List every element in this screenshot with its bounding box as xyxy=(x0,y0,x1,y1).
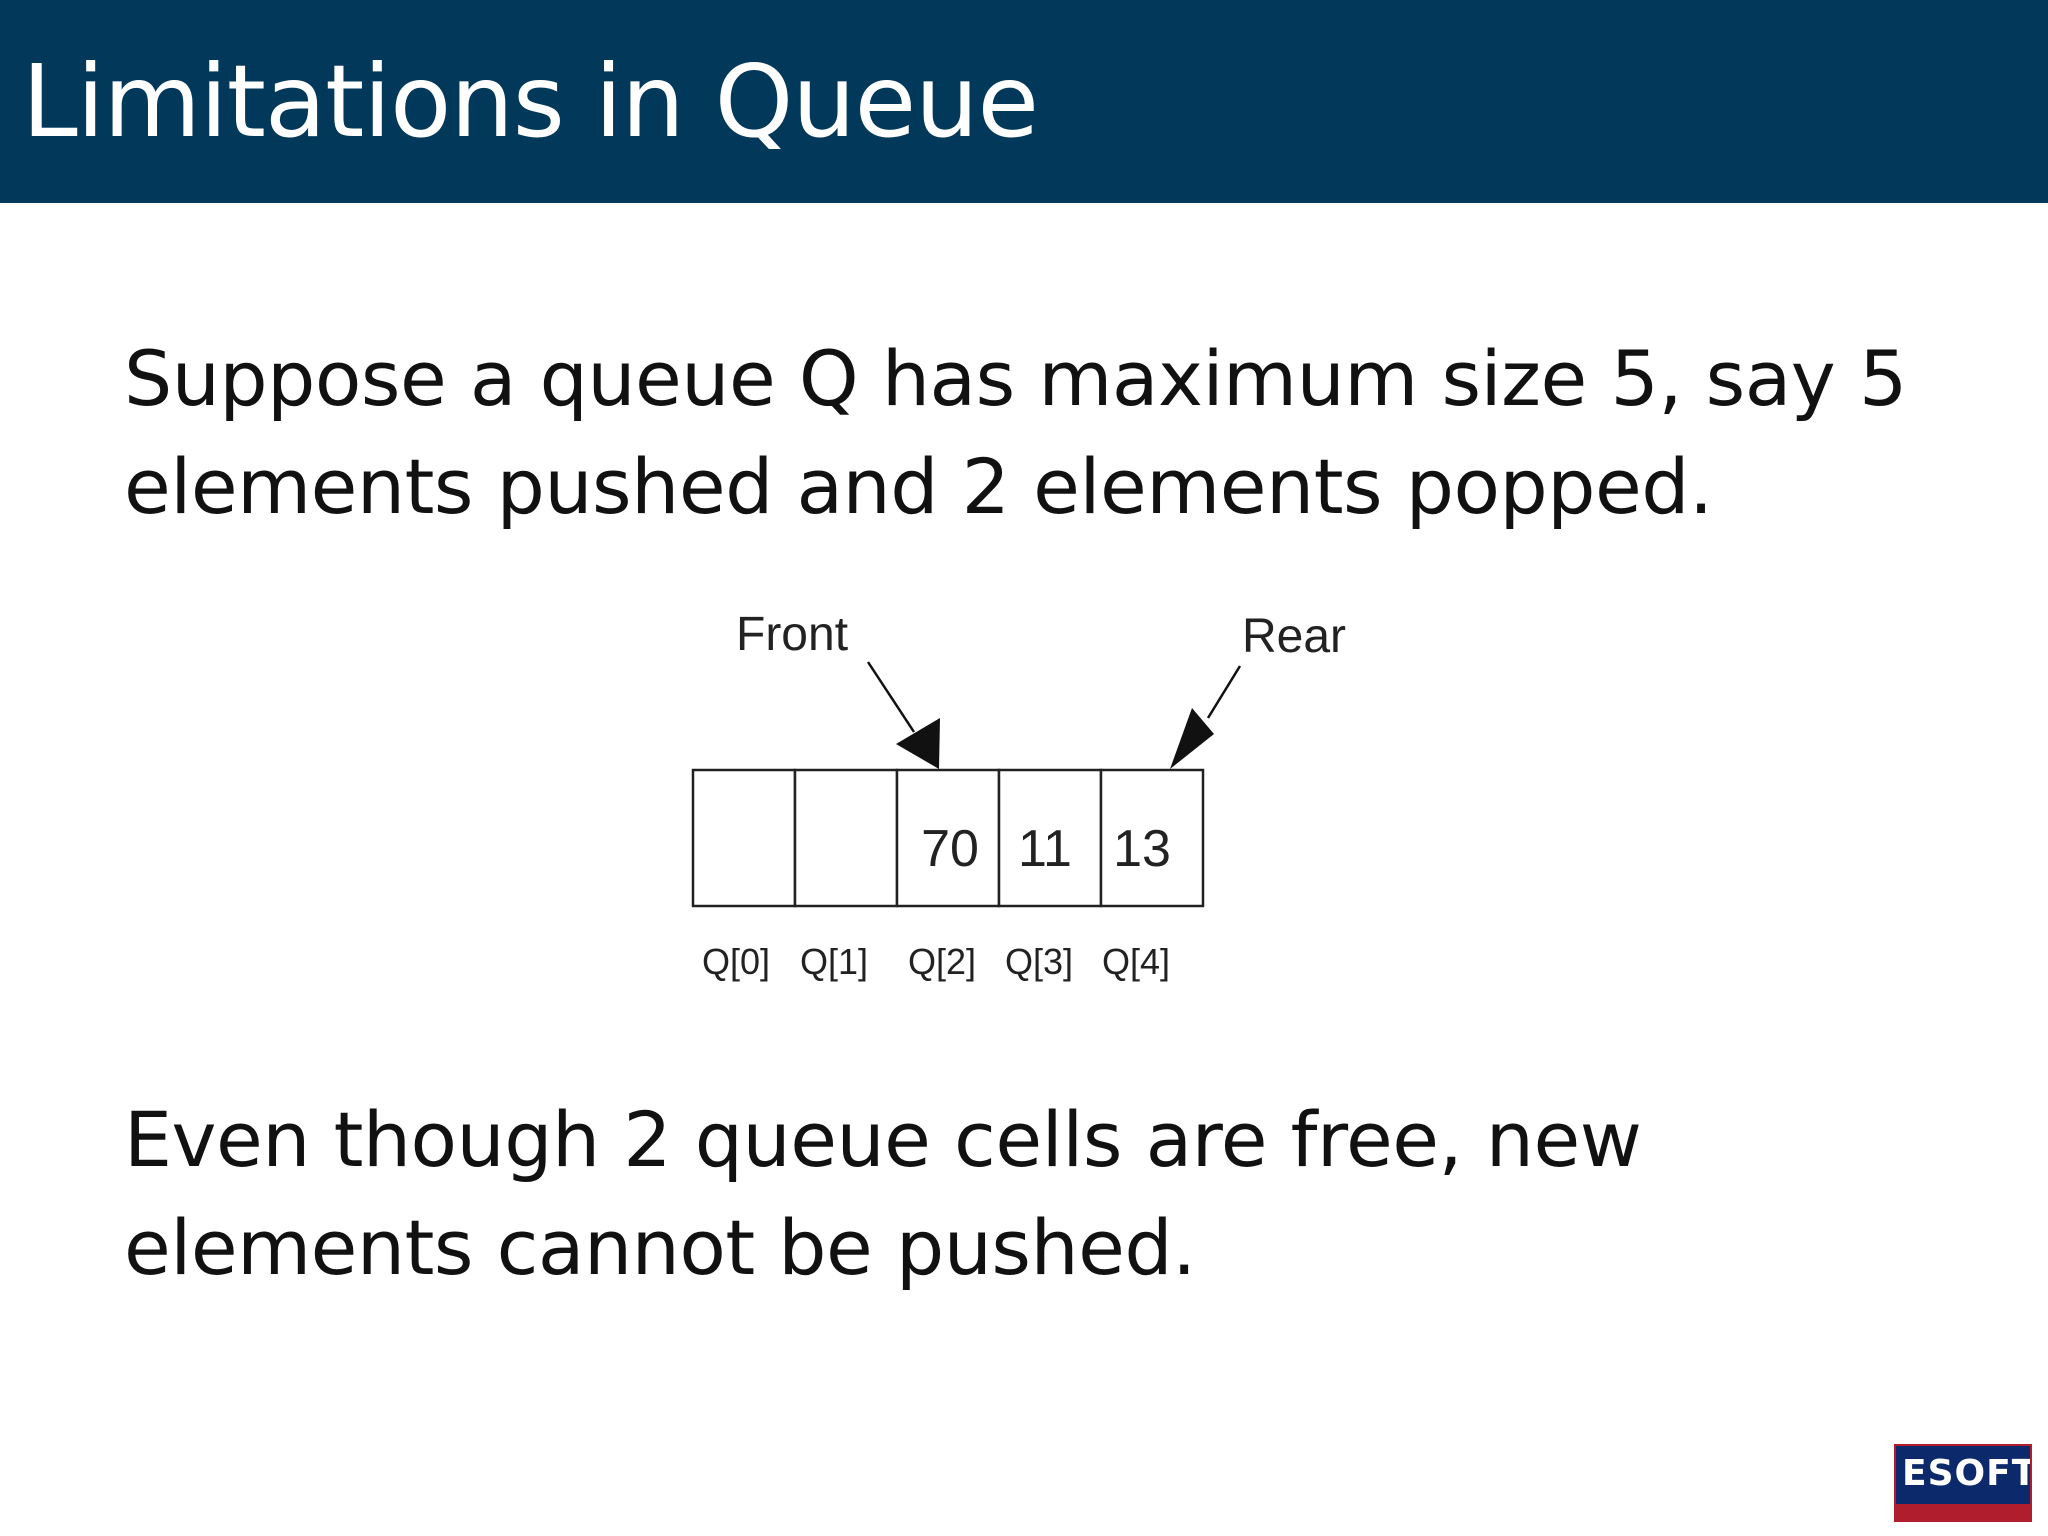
paragraph-1-line-1: Suppose a queue Q has maximum size 5, sa… xyxy=(124,334,1907,423)
queue-index-label-1: Q[1] xyxy=(800,941,868,982)
queue-index-label-0: Q[0] xyxy=(702,941,770,982)
queue-cell-value-2: 70 xyxy=(921,820,979,878)
queue-cell-value-3: 11 xyxy=(1018,820,1072,878)
queue-index-label-2: Q[2] xyxy=(908,941,976,982)
queue-cell-1 xyxy=(793,768,899,908)
queue-index-label-3: Q[3] xyxy=(1005,941,1073,982)
paragraph-2-line-2: elements cannot be pushed. xyxy=(124,1203,1196,1292)
queue-cells xyxy=(691,768,1205,908)
queue-cell-4 xyxy=(1099,768,1205,908)
front-label: Front xyxy=(736,608,848,661)
rear-label: Rear xyxy=(1242,610,1346,663)
esoft-logo: ESOFT xyxy=(1894,1444,2032,1522)
queue-index-label-4: Q[4] xyxy=(1102,941,1170,982)
title-bar: Limitations in Queue xyxy=(0,0,2048,203)
queue-cell-value-4: 13 xyxy=(1113,820,1171,878)
paragraph-1: Suppose a queue Q has maximum size 5, sa… xyxy=(124,325,1944,541)
queue-cell-0 xyxy=(691,768,797,908)
logo-wordmark: ESOFT xyxy=(1902,1453,2032,1494)
queue-cell-2 xyxy=(895,768,1001,908)
queue-diagram: Front Rear 70 11 13 Q[0] Q[1] xyxy=(691,608,1346,982)
paragraph-2: Even though 2 queue cells are free, new … xyxy=(124,1086,1944,1302)
logo-tagline-strip xyxy=(1896,1504,2030,1520)
front-arrow xyxy=(866,661,940,769)
paragraph-1-line-2: elements pushed and 2 elements popped. xyxy=(124,442,1713,531)
rear-arrow xyxy=(1170,665,1242,769)
slide-title: Limitations in Queue xyxy=(22,43,1039,160)
paragraph-2-line-1: Even though 2 queue cells are free, new xyxy=(124,1095,1642,1184)
